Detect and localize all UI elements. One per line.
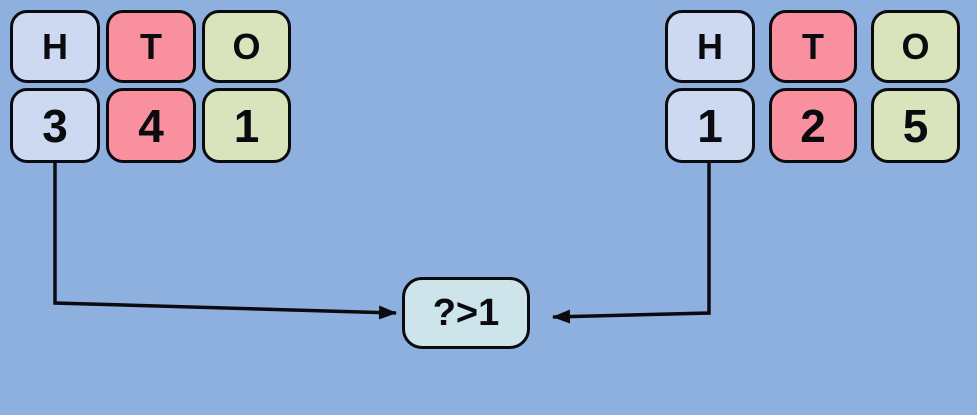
left-ones-digit-cell: 1 — [202, 88, 291, 163]
left-hundreds-header-cell: H — [10, 10, 100, 83]
left-ones-digit: 1 — [233, 99, 260, 152]
right-tens-header-cell: T — [769, 10, 857, 83]
left-hundreds-digit: 3 — [42, 99, 68, 152]
right-hundreds-digit-cell: 1 — [665, 88, 755, 163]
arrow-left-hundreds-to-box — [53, 163, 397, 320]
comparison-label: ?>1 — [432, 291, 500, 334]
right-ones-digit-cell: 5 — [871, 88, 960, 163]
right-tens-header-label: T — [802, 25, 824, 67]
right-hundreds-header-label: H — [697, 25, 723, 67]
left-hundreds-digit-cell: 3 — [10, 88, 100, 163]
right-ones-header-cell: O — [871, 10, 960, 83]
left-tens-header-cell: T — [106, 10, 196, 83]
left-ones-header-label: O — [232, 25, 261, 67]
right-hundreds-header-cell: H — [665, 10, 755, 83]
left-ones-header-cell: O — [202, 10, 291, 83]
comparison-box: ?>1 — [402, 277, 530, 349]
arrow-right-hundreds-to-box — [552, 163, 711, 324]
left-hundreds-header-label: H — [42, 25, 68, 67]
left-tens-header-label: T — [140, 25, 162, 67]
right-tens-digit: 2 — [800, 99, 826, 152]
right-tens-digit-cell: 2 — [769, 88, 857, 163]
right-hundreds-digit: 1 — [697, 99, 723, 152]
right-ones-header-label: O — [901, 25, 930, 67]
left-tens-digit-cell: 4 — [106, 88, 196, 163]
left-tens-digit: 4 — [138, 99, 164, 152]
right-ones-digit: 5 — [902, 99, 929, 152]
